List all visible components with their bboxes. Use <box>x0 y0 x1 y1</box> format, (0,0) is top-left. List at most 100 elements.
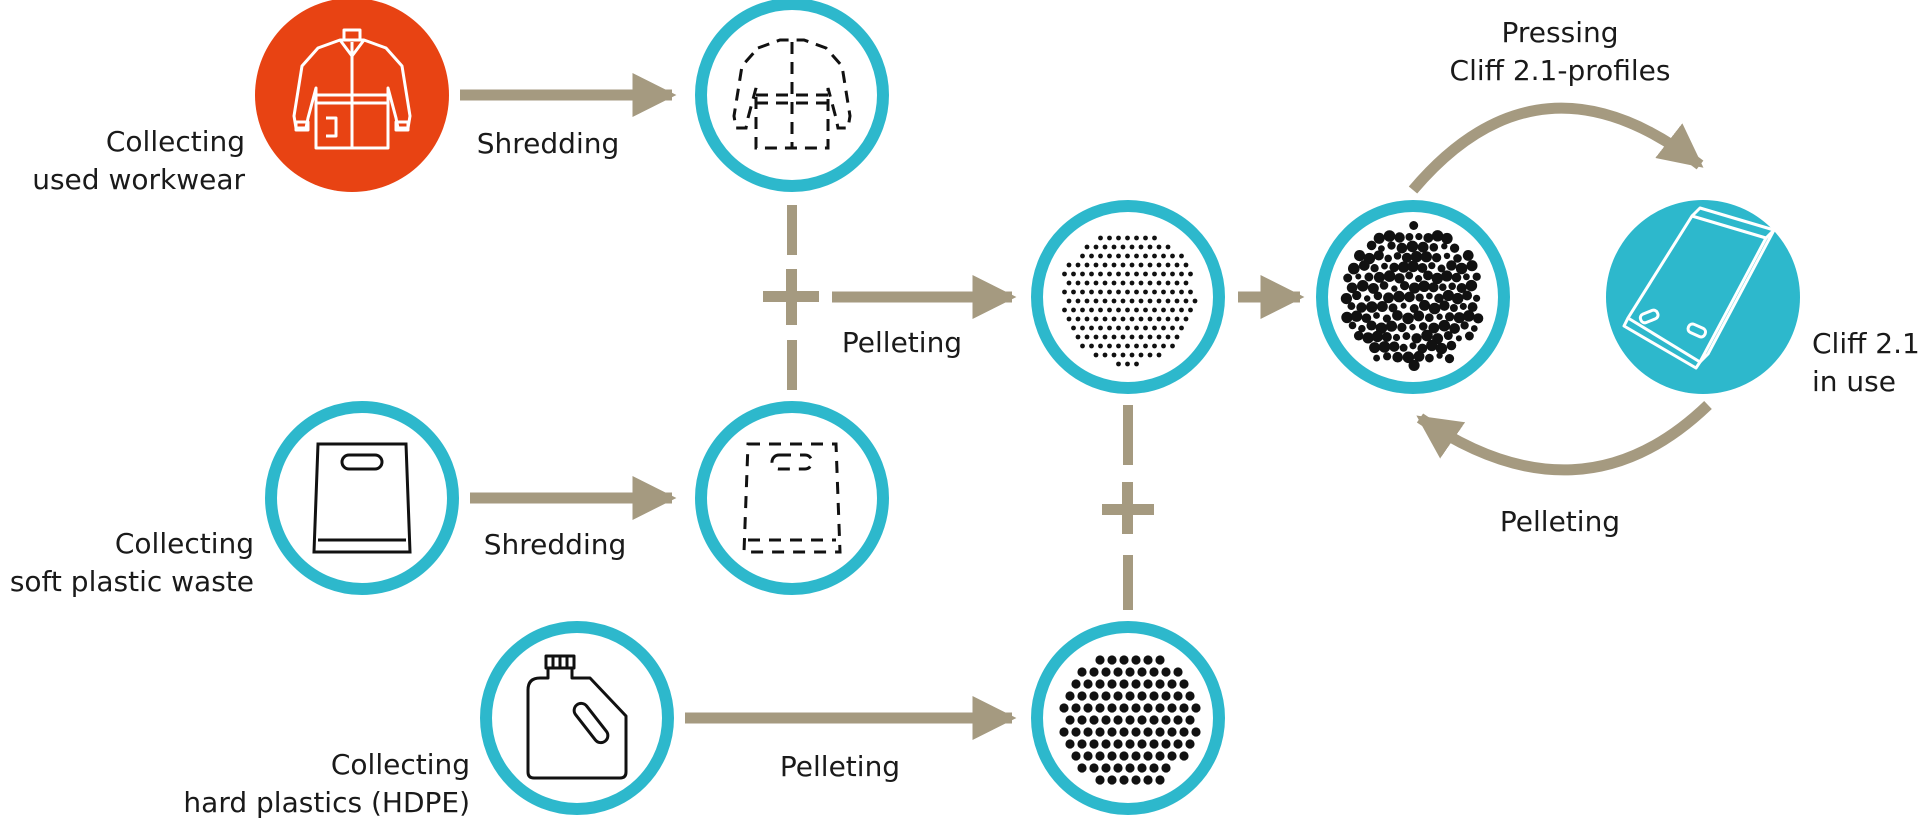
pellet-dot <box>1156 352 1162 358</box>
pellet-dot <box>1131 655 1141 665</box>
pellet-dot <box>1083 751 1093 761</box>
pellet-dot <box>1107 775 1117 785</box>
pellet-dot <box>1408 282 1421 294</box>
pellet-dot <box>1059 703 1069 713</box>
pellet-dot <box>1116 325 1121 331</box>
pellet-dot <box>1376 300 1388 313</box>
pellet-dot <box>1373 354 1381 362</box>
pellet-dot <box>1364 272 1374 282</box>
pellet-dot <box>1161 667 1171 677</box>
pellet-dot <box>1093 316 1099 322</box>
pellet-dot <box>1424 313 1434 323</box>
pellet-dot <box>1131 751 1141 761</box>
pellet-dot <box>1174 316 1180 322</box>
pellet-dot <box>1137 667 1147 677</box>
pellet-dot <box>1125 361 1130 367</box>
pellet-dot <box>1155 703 1165 713</box>
pellet-dot <box>1161 691 1171 701</box>
pellet-dot <box>1443 252 1451 260</box>
profile-pellets-icon <box>1340 221 1484 371</box>
pellet-dot <box>1442 289 1455 302</box>
pellet-dot <box>1170 253 1175 259</box>
pellet-dot <box>1089 739 1099 749</box>
pellet-dot <box>1080 325 1085 331</box>
pellet-dot <box>1102 352 1108 358</box>
pellet-dot <box>1455 262 1468 275</box>
pellet-dot <box>1170 307 1175 313</box>
label-pressing-line2: Cliff 2.1-profiles <box>1449 54 1671 87</box>
pellet-dot <box>1399 343 1408 352</box>
pellet-dot <box>1188 271 1193 277</box>
pellet-dot <box>1394 232 1405 243</box>
pellet-dot <box>1095 679 1105 689</box>
pellet-dot <box>1449 323 1460 334</box>
pellet-dot <box>1137 715 1147 725</box>
pellet-dot <box>1431 230 1444 242</box>
node-shredded-soft-plastic <box>695 401 889 595</box>
pellet-dot <box>1134 253 1139 259</box>
pellet-dot <box>1116 253 1121 259</box>
pellet-dot <box>1409 323 1416 331</box>
pellet-dot <box>1077 691 1087 701</box>
pellet-dot <box>1436 352 1443 359</box>
pellet-dot <box>1075 262 1081 268</box>
pellet-dot <box>1441 270 1453 282</box>
label-shredding-workwear: Shredding <box>476 127 620 160</box>
pellet-dot <box>1406 240 1419 253</box>
pellet-dot <box>1383 270 1396 282</box>
pellet-dot <box>1165 298 1171 304</box>
pellet-dot <box>1382 314 1392 323</box>
pellet-dot <box>1405 271 1414 280</box>
pellet-dot <box>1125 691 1135 701</box>
pellet-dot <box>1111 316 1117 322</box>
pellet-dot <box>1138 262 1144 268</box>
pellet-dot <box>1071 703 1081 713</box>
pellet-dot <box>1101 691 1111 701</box>
pellet-dot <box>1077 763 1087 773</box>
pellet-dot <box>1388 303 1398 313</box>
label-collect-soft-line2: soft plastic waste <box>9 565 254 598</box>
pellet-dot <box>1462 249 1474 261</box>
pellet-dot <box>1436 313 1443 320</box>
pellet-dot <box>1101 715 1111 725</box>
pellet-dot <box>1183 280 1189 286</box>
pellet-dot <box>1156 298 1162 304</box>
pellet-dot <box>1441 243 1448 250</box>
pellet-dot <box>1346 282 1358 294</box>
pellet-dot <box>1134 235 1139 241</box>
pellet-dot <box>1366 240 1377 251</box>
pellet-dot <box>1434 293 1444 304</box>
pellet-dot <box>1383 352 1392 361</box>
pellet-dot <box>1439 283 1447 291</box>
pellet-dot <box>1192 298 1198 304</box>
pellet-dot <box>1116 343 1121 349</box>
pellet-dot <box>1089 253 1094 259</box>
pellet-dot <box>1179 727 1189 737</box>
pellet-dot <box>1441 232 1453 245</box>
pellet-dot <box>1367 282 1379 294</box>
pellet-dot <box>1129 352 1135 358</box>
node-shredded-workwear <box>695 0 889 192</box>
plus-left-v <box>786 269 797 325</box>
pellet-dot <box>1179 703 1189 713</box>
pellet-dot <box>1120 244 1126 250</box>
pellet-dot <box>1102 298 1108 304</box>
pellet-dot <box>1084 280 1090 286</box>
pellet-dot <box>1116 361 1121 367</box>
pellet-dot <box>1466 260 1478 272</box>
pellet-dot <box>1451 292 1464 305</box>
pellet-dot <box>1385 320 1398 332</box>
pellet-dot <box>1101 763 1111 773</box>
pellet-dot <box>1446 260 1457 271</box>
pellet-dot <box>1191 703 1201 713</box>
pellet-dot <box>1111 262 1117 268</box>
pellet-dot <box>1134 325 1139 331</box>
pellet-dot <box>1470 325 1478 332</box>
pellet-dot <box>1101 667 1111 677</box>
pellet-dot <box>1107 655 1117 665</box>
pellet-dot <box>1373 291 1383 301</box>
pellet-dot <box>1383 292 1394 304</box>
pellet-dot <box>1459 302 1467 310</box>
pellet-dot <box>1080 271 1085 277</box>
pellet-dot <box>1343 273 1353 283</box>
